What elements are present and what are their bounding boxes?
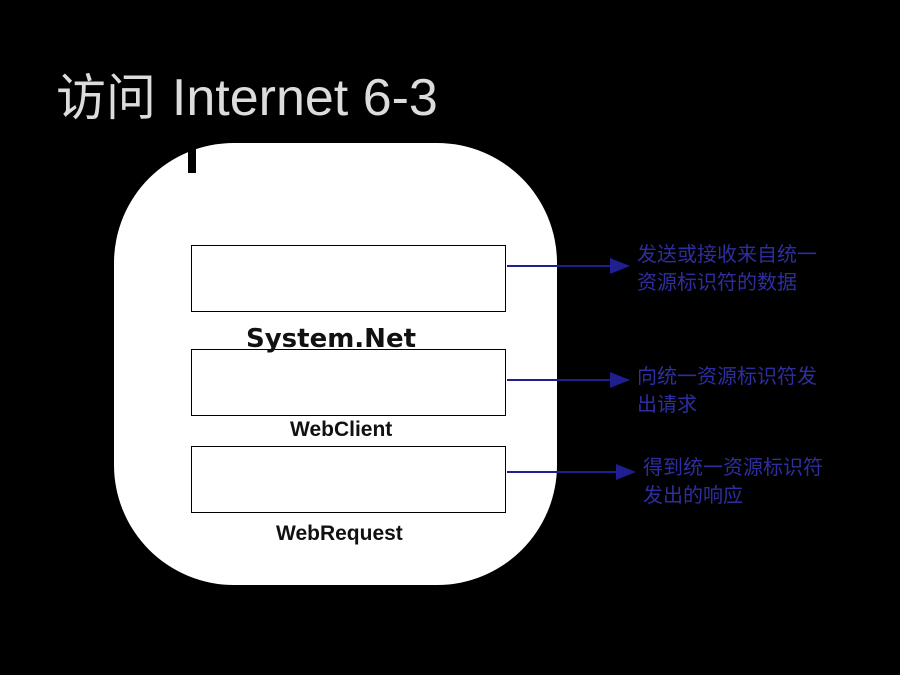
description-2-line1: 向统一资源标识符发 — [637, 364, 817, 388]
box-webclient — [191, 349, 506, 416]
webrequest-label: WebRequest — [276, 522, 403, 545]
description-1-line1: 发送或接收来自统一 — [637, 242, 817, 266]
slide-title: 访问 Internet 6-3 — [56, 58, 438, 130]
description-1-line2: 资源标识符的数据 — [637, 270, 797, 294]
box-data-transfer — [191, 245, 506, 312]
description-3: 得到统一资源标识符 发出的响应 — [643, 453, 823, 509]
description-2-line2: 出请求 — [637, 392, 697, 416]
description-2: 向统一资源标识符发 出请求 — [637, 362, 817, 418]
namespace-label: System.Net — [246, 324, 417, 354]
description-3-line2: 发出的响应 — [643, 483, 743, 507]
webclient-label: WebClient — [290, 418, 393, 441]
description-3-line1: 得到统一资源标识符 — [643, 455, 823, 479]
slide-title-cn: 访问 — [56, 69, 156, 127]
container-notch — [188, 143, 196, 173]
slide-title-en: Internet 6-3 — [171, 69, 438, 127]
description-1: 发送或接收来自统一 资源标识符的数据 — [637, 240, 817, 296]
box-webrequest — [191, 446, 506, 513]
